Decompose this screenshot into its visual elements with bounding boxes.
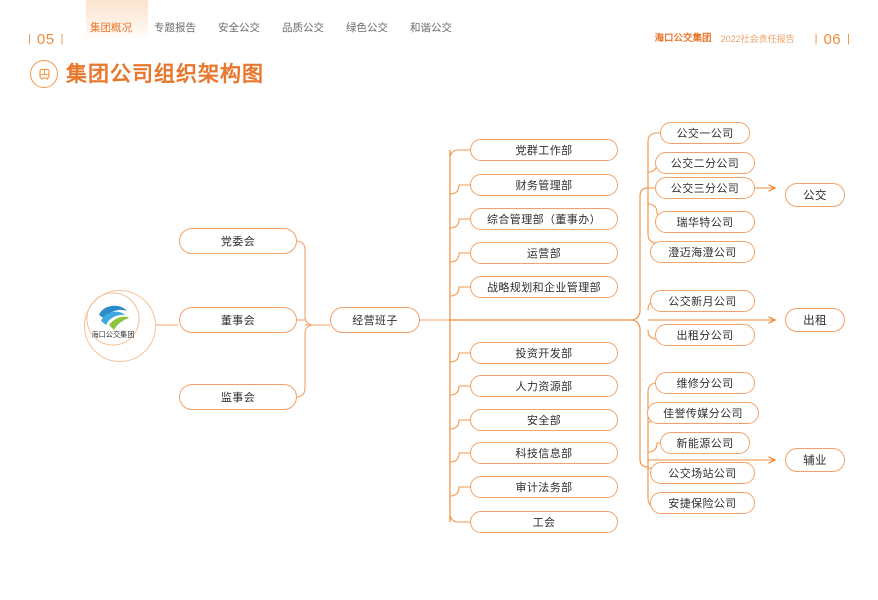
- header-left-page-marker: | 05 |: [22, 29, 69, 49]
- node-label: 澄迈海澄公司: [668, 247, 737, 259]
- group-node-chuzu[interactable]: 出租: [785, 308, 845, 332]
- node-zongheguanlibu[interactable]: 综合管理部（董事办）: [470, 208, 618, 230]
- node-gongjiaoxinyuegongsi[interactable]: 公交新月公司: [650, 290, 755, 312]
- node-zhanlueguihuabu[interactable]: 战略规划和企业管理部: [470, 276, 618, 298]
- node-label: 公交新月公司: [668, 296, 737, 308]
- node-dangweihui[interactable]: 党委会: [179, 228, 297, 254]
- nav-item-zhuantibaogao[interactable]: 专题报告: [154, 21, 196, 34]
- nav-item-hexiegongjiao[interactable]: 和谐公交: [410, 21, 452, 34]
- node-label: 瑞华特公司: [676, 217, 734, 229]
- bus-icon: [30, 60, 58, 88]
- node-label: 公交场站公司: [668, 468, 737, 480]
- node-gongjiaoerfengongsi[interactable]: 公交二分公司: [655, 152, 755, 174]
- node-weixiufengongsi[interactable]: 维修分公司: [655, 372, 755, 394]
- node-label: 投资开发部: [515, 348, 573, 360]
- page-title: 集团公司组织架构图: [66, 62, 264, 86]
- node-label: 工会: [532, 517, 556, 529]
- node-label: 佳誉传媒分公司: [663, 408, 743, 420]
- node-renliziyuanbu[interactable]: 人力资源部: [470, 375, 618, 397]
- node-label: 党群工作部: [515, 145, 573, 157]
- page-title-row: 集团公司组织架构图: [30, 60, 264, 88]
- left-pipe-start: |: [28, 32, 31, 45]
- node-caiwuguanlibu[interactable]: 财务管理部: [470, 174, 618, 196]
- node-label: 财务管理部: [515, 180, 573, 192]
- right-pipe-end: |: [847, 32, 850, 45]
- nav-item-anquangongjiao[interactable]: 安全公交: [218, 21, 260, 34]
- group-node-fuye[interactable]: 辅业: [785, 448, 845, 472]
- node-ruihuategongsi[interactable]: 瑞华特公司: [655, 211, 755, 233]
- node-dangqungongzuobu[interactable]: 党群工作部: [470, 139, 618, 161]
- group-node-gongjiao[interactable]: 公交: [785, 183, 845, 207]
- right-pipe-start: |: [814, 32, 818, 45]
- node-dongshihui[interactable]: 董事会: [179, 307, 297, 333]
- node-gonghui[interactable]: 工会: [470, 511, 618, 533]
- nav-item-lvsegongjiao[interactable]: 绿色公交: [346, 21, 388, 34]
- node-label: 辅业: [803, 455, 827, 467]
- header-nav: 集团概况 专题报告 安全公交 品质公交 绿色公交 和谐公交: [88, 0, 472, 56]
- node-label: 综合管理部（董事办）: [487, 214, 601, 226]
- node-label: 董事会: [220, 315, 256, 327]
- header-report-name: 2022社会责任报告: [720, 33, 795, 44]
- node-label: 安全部: [526, 415, 562, 427]
- header-brand: 海口公交集团: [654, 33, 712, 45]
- node-label: 出租分公司: [676, 330, 734, 342]
- node-label: 人力资源部: [515, 381, 573, 393]
- nav-item-pinzhigongjiao[interactable]: 品质公交: [282, 21, 324, 34]
- left-page-number: 05: [36, 30, 55, 48]
- node-gongjiaosanfengongsi[interactable]: 公交三分公司: [655, 177, 755, 199]
- node-gongjiaoyigongsi[interactable]: 公交一公司: [660, 122, 750, 144]
- node-kejixinxibu[interactable]: 科技信息部: [470, 442, 618, 464]
- node-anjiebaoxiangongsi[interactable]: 安捷保险公司: [650, 492, 755, 514]
- node-label: 新能源公司: [676, 438, 734, 450]
- node-xinnengyuangongsi[interactable]: 新能源公司: [660, 432, 750, 454]
- node-yunyingbu[interactable]: 运营部: [470, 242, 618, 264]
- node-anquanbu[interactable]: 安全部: [470, 409, 618, 431]
- node-label: 公交三分公司: [670, 183, 740, 195]
- node-label: 安捷保险公司: [668, 498, 737, 510]
- node-gongjiaochangzhangongsi[interactable]: 公交场站公司: [650, 462, 755, 484]
- node-label: 战略规划和企业管理部: [487, 282, 601, 294]
- header-right-info: 海口公交集团 2022社会责任报告 | 06 |: [655, 29, 856, 49]
- node-jiayuchuanmeifengongsi[interactable]: 佳誉传媒分公司: [647, 402, 759, 424]
- node-jianshihui[interactable]: 监事会: [179, 384, 297, 410]
- left-pipe-end: |: [60, 32, 64, 45]
- node-label: 维修分公司: [676, 378, 734, 390]
- node-label: 科技信息部: [515, 448, 573, 460]
- node-jingyingbanzi[interactable]: 经营班子: [330, 307, 420, 333]
- node-chuzufengongsi[interactable]: 出租分公司: [655, 324, 755, 346]
- node-label: 监事会: [220, 392, 256, 404]
- node-touzikaifabu[interactable]: 投资开发部: [470, 342, 618, 364]
- node-label: 党委会: [220, 236, 256, 248]
- node-label: 出租: [803, 315, 827, 327]
- page-header: | 05 | 集团概况 专题报告 安全公交 品质公交 绿色公交 和谐公交 海口公…: [0, 0, 878, 56]
- node-label: 公交二分公司: [670, 158, 740, 170]
- node-label: 审计法务部: [515, 482, 573, 494]
- svg-text:海口公交集团: 海口公交集团: [91, 330, 134, 339]
- node-chengmaihaichenggongsi[interactable]: 澄迈海澄公司: [650, 241, 755, 263]
- node-label: 经营班子: [352, 315, 398, 327]
- node-label: 运营部: [526, 248, 562, 260]
- right-page-number: 06: [823, 30, 842, 48]
- nav-item-jituangaikuang[interactable]: 集团概况: [90, 21, 132, 34]
- node-shenjifawubu[interactable]: 审计法务部: [470, 476, 618, 498]
- active-tab-highlight: [86, 0, 148, 40]
- company-logo: 海口公交集团: [84, 290, 156, 362]
- node-label: 公交一公司: [676, 128, 734, 140]
- node-label: 公交: [803, 190, 827, 202]
